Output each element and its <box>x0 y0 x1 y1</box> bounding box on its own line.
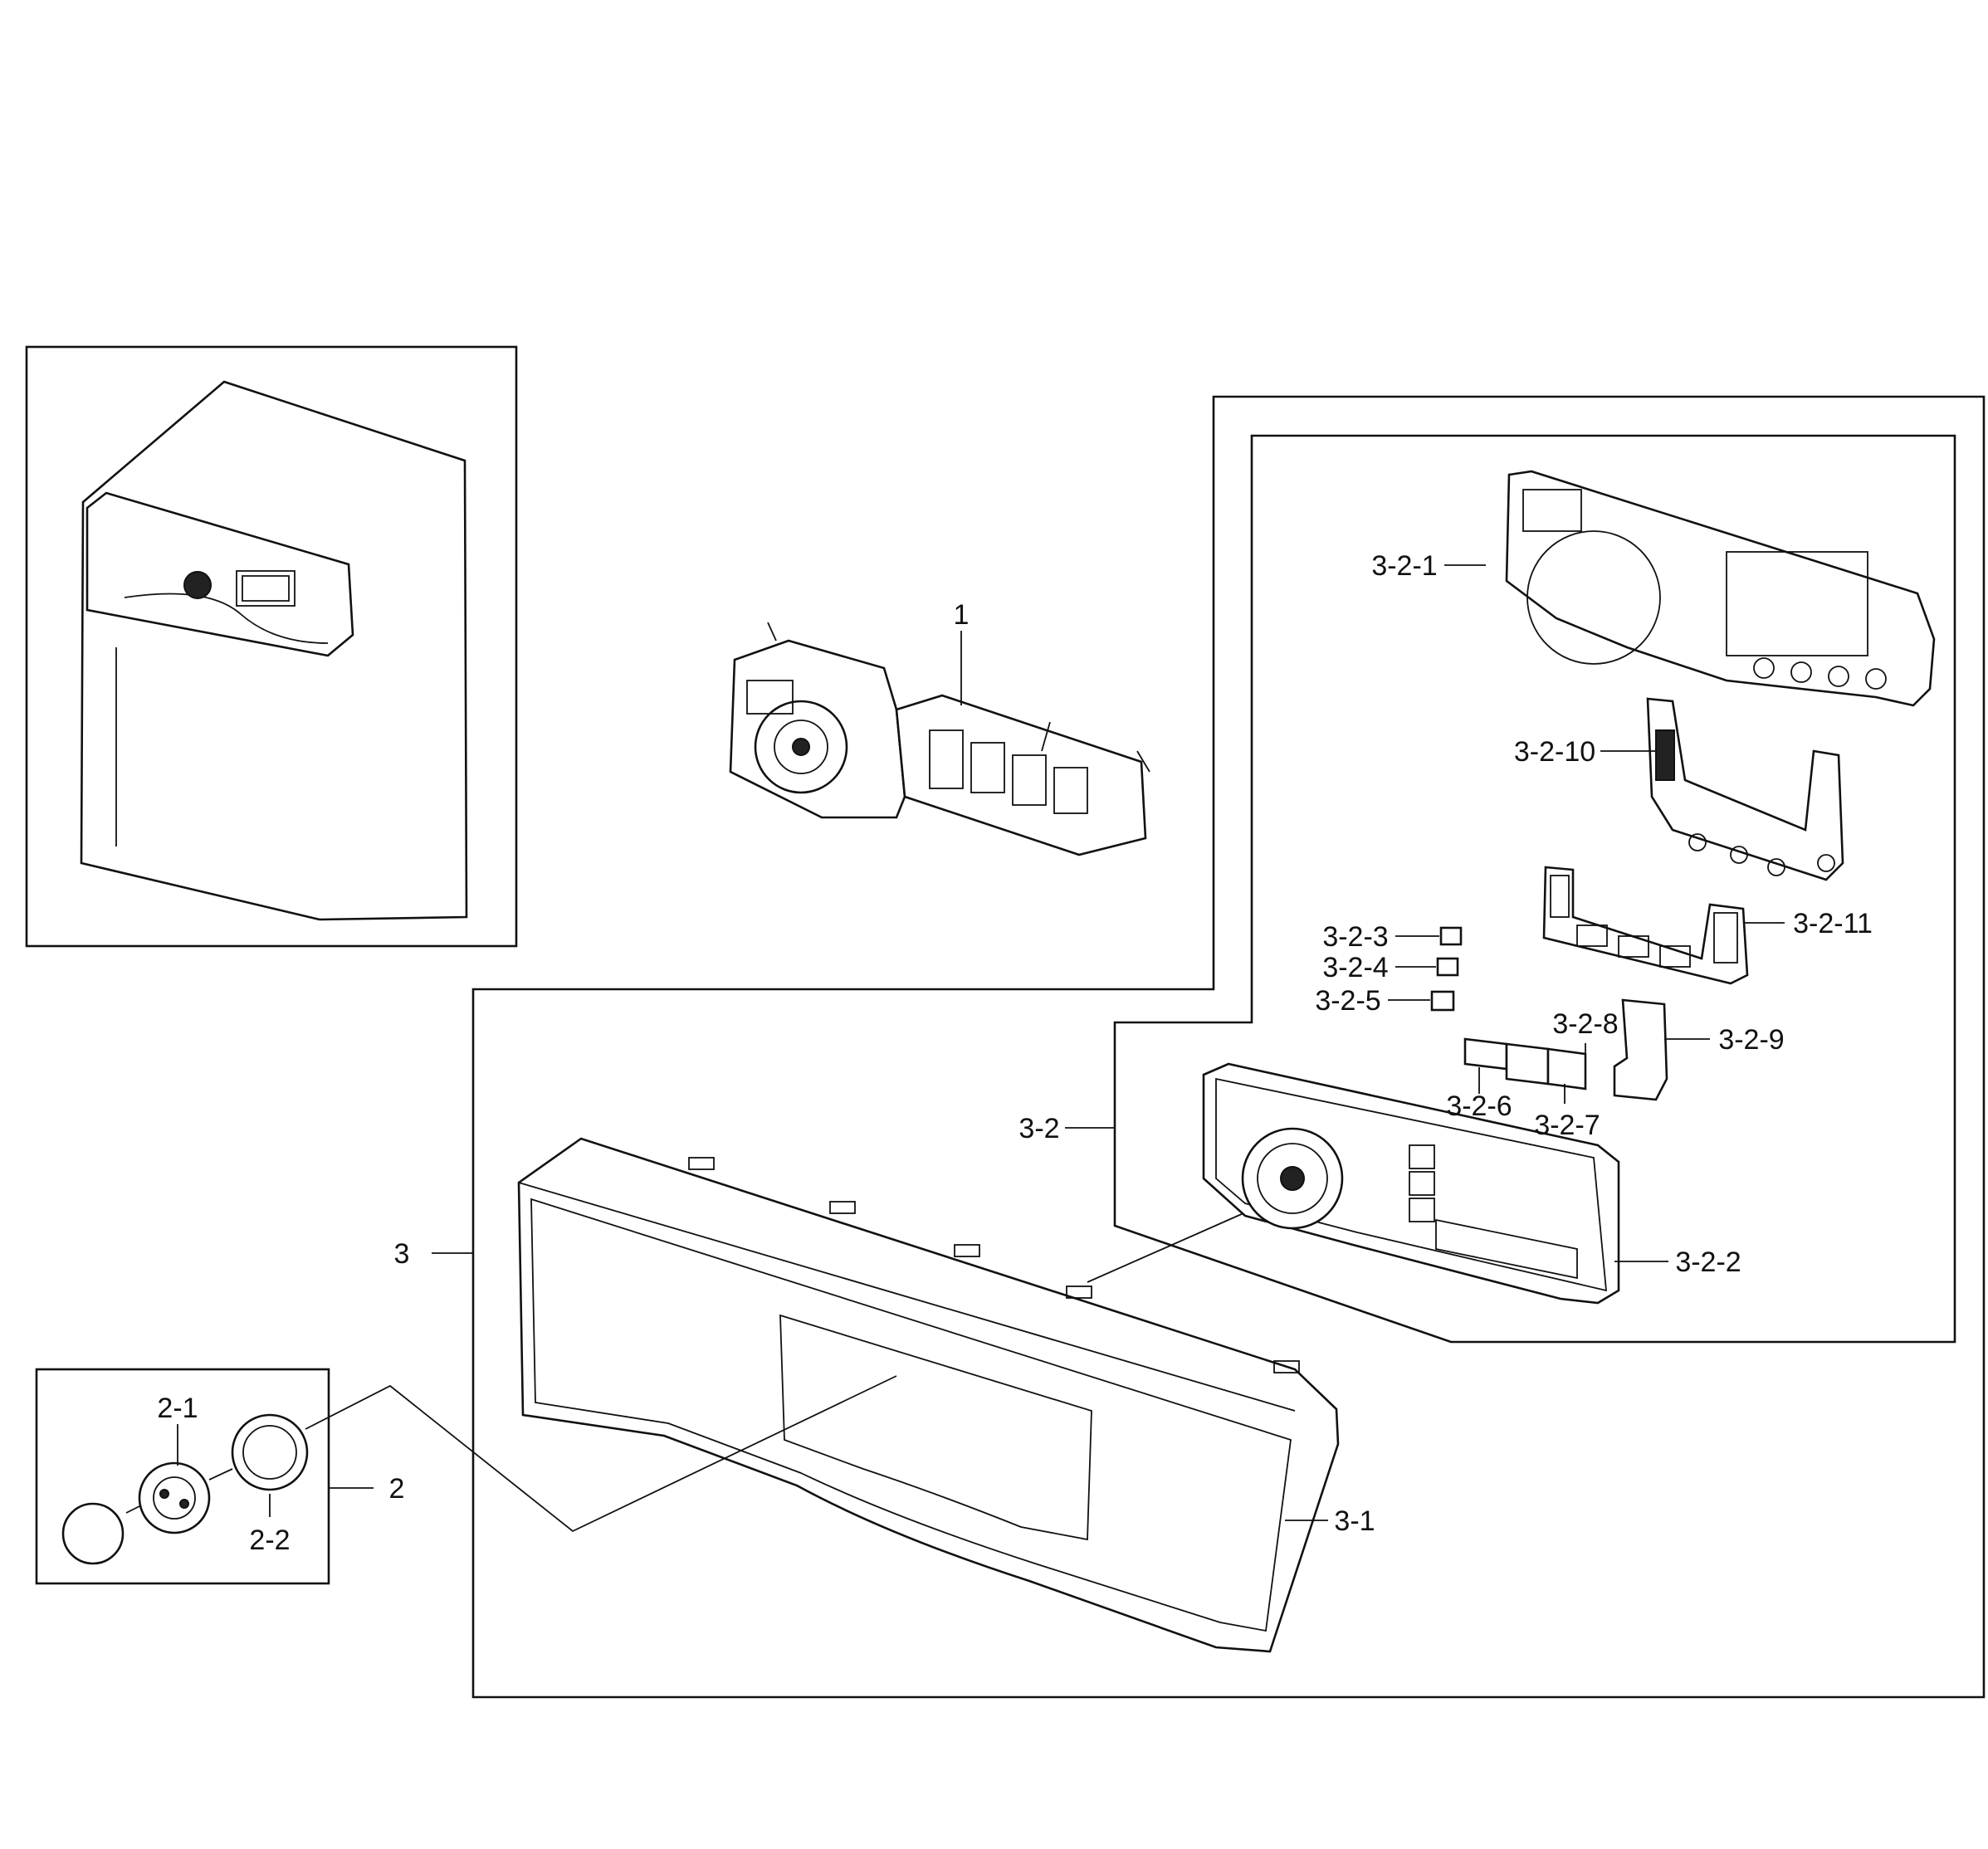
callout-3-2-6: 3-2-6 <box>1446 1090 1512 1122</box>
appliance-overview-drawing <box>80 380 468 921</box>
part-2-1-drawing <box>138 1461 211 1534</box>
callout-2-1: 2-1 <box>157 1393 198 1424</box>
callout-labels: 1 2 2-1 2-2 3 3-1 3-2 3-2-1 3-2-2 3-2-3 … <box>157 550 1872 1556</box>
part-3-2-6-drawing <box>1463 1037 1508 1071</box>
frame-assembly-3 <box>471 395 1986 1699</box>
callout-3-2-4: 3-2-4 <box>1322 952 1388 983</box>
frame-overview <box>25 345 518 948</box>
part-3-2-8-drawing <box>1546 1047 1587 1090</box>
part-3-2-11-drawing <box>1542 866 1749 985</box>
callout-3-2-9: 3-2-9 <box>1718 1024 1784 1056</box>
part-3-2-10-drawing <box>1646 697 1844 881</box>
callout-3-2-7: 3-2-7 <box>1534 1110 1600 1141</box>
frame-assembly-3-2 <box>1113 434 1956 1344</box>
part-3-2-9-drawing <box>1613 998 1668 1101</box>
callout-3-2-5: 3-2-5 <box>1315 985 1380 1017</box>
callout-1: 1 <box>954 599 970 631</box>
part-3-2-1-drawing <box>1505 470 1936 707</box>
callout-3-2-3: 3-2-3 <box>1322 921 1388 953</box>
callout-3-2-10: 3-2-10 <box>1514 736 1595 768</box>
part-3-1-drawing <box>517 1137 1340 1653</box>
callout-2: 2 <box>389 1473 405 1505</box>
part-3-2-3-drawing <box>1439 926 1463 946</box>
part-3-2-7-drawing <box>1505 1042 1550 1085</box>
frame-assembly-2 <box>35 1368 330 1585</box>
callout-3-1: 3-1 <box>1334 1505 1375 1537</box>
part-2-2-drawing <box>231 1413 309 1491</box>
part-3-2-5-drawing <box>1430 990 1455 1012</box>
part-2-cap-drawing <box>61 1502 125 1565</box>
callout-3-2-8: 3-2-8 <box>1552 1008 1618 1040</box>
callout-3-2-2: 3-2-2 <box>1675 1246 1741 1278</box>
callout-3: 3 <box>394 1238 410 1270</box>
callout-3-2: 3-2 <box>1018 1113 1059 1144</box>
part-3-2-2-drawing <box>1202 1062 1620 1305</box>
callout-2-2: 2-2 <box>249 1525 290 1556</box>
callout-3-2-1: 3-2-1 <box>1371 550 1437 582</box>
callout-3-2-11: 3-2-11 <box>1793 908 1873 939</box>
part-3-2-4-drawing <box>1436 957 1459 977</box>
leader-lines <box>125 564 1785 1533</box>
part-1-drawing <box>729 622 1150 856</box>
